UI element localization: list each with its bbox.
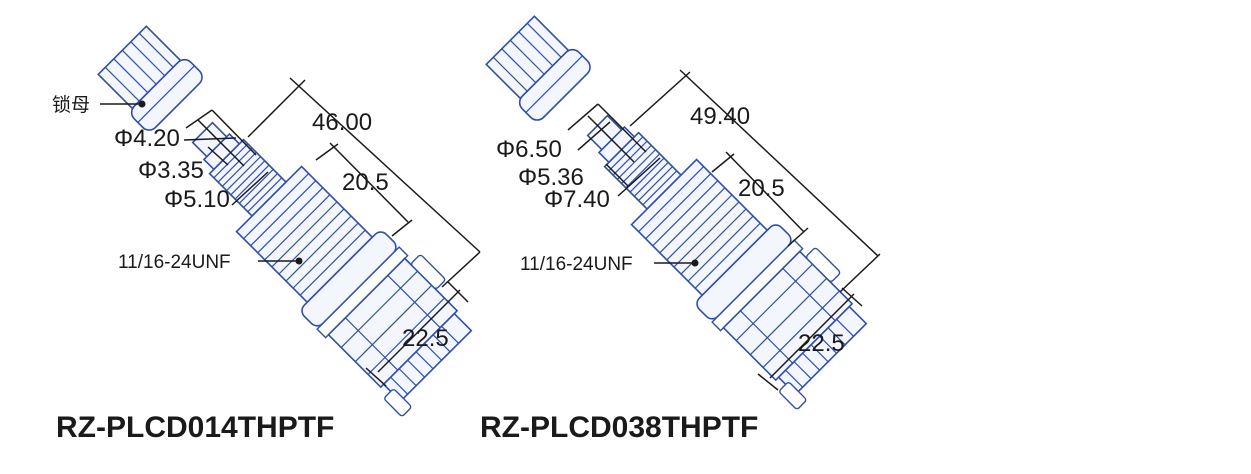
left-diameter-3: Φ5.10 — [164, 186, 230, 213]
left-lock-nut — [93, 21, 207, 135]
right-diameter-1: Φ6.50 — [496, 136, 562, 163]
right-length-end: 22.5 — [798, 330, 845, 357]
left-thread-label: 11/16-24UNF — [118, 252, 231, 273]
left-diameter-1: Φ4.20 — [114, 125, 180, 152]
leader-dot — [295, 257, 303, 265]
nut-label: 锁母 — [52, 94, 90, 116]
left-length-total: 46.00 — [312, 109, 372, 136]
left-diameter-2: Φ3.35 — [138, 157, 204, 184]
right-model-number: RZ-PLCD038THPTF — [480, 411, 758, 444]
right-length-total: 49.40 — [690, 103, 750, 130]
right-assembly: Φ6.50 Φ5.36 Φ7.40 11/16-24UNF 49.40 20.5… — [480, 11, 889, 444]
right-length-mid: 20.5 — [738, 175, 785, 202]
leader-dot — [138, 100, 146, 108]
right-diameter-2: Φ5.36 — [518, 164, 584, 191]
right-thread-label: 11/16-24UNF — [520, 254, 633, 275]
right-diameter-3: Φ7.40 — [544, 186, 610, 213]
left-model-number: RZ-PLCD014THPTF — [56, 411, 334, 444]
right-lock-nut — [481, 11, 595, 125]
left-length-end: 22.5 — [402, 325, 449, 352]
leader-dot — [691, 259, 699, 267]
left-assembly: 锁母 Φ4.20 Φ3.35 Φ5.10 11/16-24UNF 46.00 2… — [52, 21, 494, 444]
left-length-mid: 20.5 — [342, 169, 389, 196]
